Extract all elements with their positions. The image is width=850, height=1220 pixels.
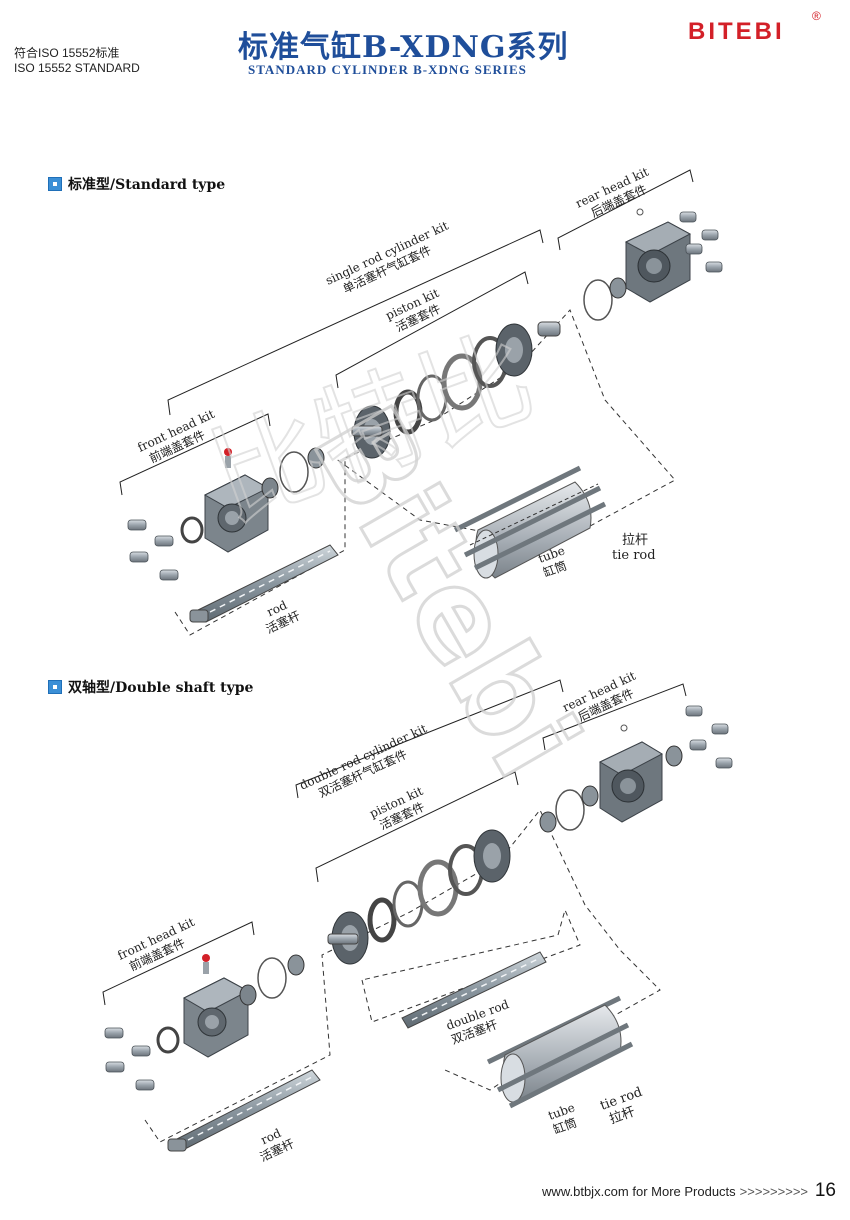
tube-assembly — [486, 995, 634, 1109]
footer-url[interactable]: www.btbjx.com for More Products — [542, 1184, 736, 1199]
assembly-dashed-outline — [174, 309, 676, 636]
brand-logo: BITEBI — [688, 18, 785, 45]
section-double-shaft-title: 双轴型/Double shaft type — [68, 680, 254, 696]
front-head-bracket — [119, 413, 271, 496]
section-standard-title: 标准型/Standard type — [68, 177, 226, 193]
rear-head-block — [624, 208, 692, 303]
standard-note: 符合ISO 15552标准 ISO 15552 STANDARD — [14, 46, 140, 76]
page-title-cn: 标准气缸B-XDNG系列 — [238, 30, 569, 65]
rear-cushion — [581, 785, 599, 807]
front-head-bracket — [102, 921, 255, 1006]
section-bullet-icon — [48, 680, 62, 694]
front-bushing — [261, 477, 279, 499]
standard-note-cn: 符合ISO 15552标准 — [14, 46, 120, 60]
front-head-block — [182, 954, 250, 1058]
rear-bolts — [685, 705, 733, 769]
piston-rod — [189, 544, 339, 623]
front-bushing — [239, 984, 257, 1006]
double-shaft-exploded-diagram: front head kit 前端盖套件 double rod cylinder… — [102, 669, 733, 1164]
piston-rod — [167, 1069, 321, 1152]
rear-bolts — [679, 211, 723, 273]
front-head-block — [203, 448, 270, 553]
rear-head-bracket — [557, 169, 694, 251]
piston-parts — [351, 321, 561, 459]
piston-parts — [327, 829, 511, 965]
tube-assembly — [453, 465, 607, 579]
tie-rod-label-en: tie rod — [612, 548, 656, 563]
front-o-ring — [257, 957, 287, 999]
rear-o-ring — [555, 789, 585, 831]
standard-note-en: ISO 15552 STANDARD — [14, 61, 140, 75]
rear-o-ring — [583, 279, 613, 321]
double-rod-dashed-outline — [361, 908, 581, 1023]
footer-link: www.btbjx.com for More Products>>>>>>>>> — [542, 1184, 808, 1199]
cylinder-kit-bracket — [167, 229, 544, 416]
footer-arrows: >>>>>>>>> — [739, 1184, 808, 1199]
front-seal-ring — [156, 1026, 180, 1054]
rear-head-block — [598, 724, 664, 823]
head-bolts — [127, 519, 179, 581]
front-cushion — [287, 954, 305, 976]
registered-mark: ® — [812, 9, 821, 23]
section-standard-heading: 标准型/Standard type — [48, 174, 225, 194]
piston-kit-bracket — [315, 771, 519, 883]
front-seal-ring — [180, 516, 204, 544]
front-cushion — [307, 447, 325, 469]
cylinder-kit-bracket — [295, 679, 564, 799]
front-o-ring — [279, 451, 309, 493]
section-bullet-icon — [48, 177, 62, 191]
head-bolts — [104, 1027, 155, 1091]
standard-exploded-diagram: front head kit 前端盖套件 single rod cylinder… — [119, 165, 723, 636]
rear-seal — [665, 745, 683, 767]
rear-cushion — [609, 277, 627, 299]
page-number: 16 — [814, 1180, 836, 1201]
piston-kit-bracket — [335, 271, 529, 389]
page-title-en: STANDARD CYLINDER B-XDNG SERIES — [248, 62, 527, 77]
assembly-dashed-outline — [144, 809, 661, 1143]
cylinder-kit-label-en: double rod cylinder kit — [297, 721, 429, 792]
double-rod — [401, 951, 547, 1029]
tie-rod-label-cn: 拉杆 — [622, 533, 648, 548]
section-double-shaft-heading: 双轴型/Double shaft type — [48, 677, 253, 697]
rear-bushing — [539, 811, 557, 833]
rear-head-bracket — [542, 683, 687, 751]
